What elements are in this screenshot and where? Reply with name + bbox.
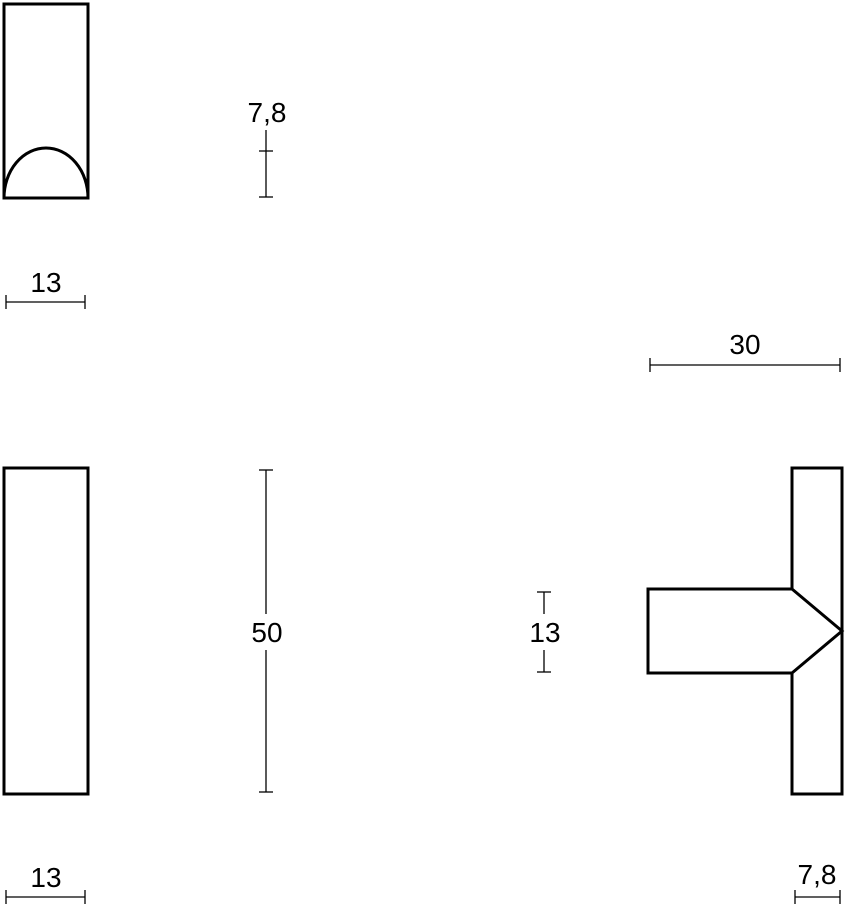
dim-side-stem-label: 13: [529, 617, 560, 648]
dim-side-depth: 30: [649, 329, 841, 372]
dim-top-width: 13: [5, 267, 86, 309]
dim-side-thickness-label: 7,8: [798, 859, 837, 890]
dim-front-height-label: 50: [251, 617, 282, 648]
side-view-outline: [646, 466, 844, 796]
dim-front-height: 50: [244, 469, 288, 793]
dim-front-width-label: 13: [30, 862, 61, 893]
dim-side-depth-label: 30: [729, 329, 760, 360]
side-view: [646, 466, 845, 796]
top-view: [2, 2, 90, 200]
side-view-chamfer: [791, 587, 845, 675]
dim-top-height-label: 7,8: [248, 97, 287, 128]
top-view-half-round: [2, 146, 90, 199]
dim-side-stem: 13: [522, 591, 566, 673]
dim-top-width-label: 13: [30, 267, 61, 298]
top-view-outline: [2, 2, 90, 200]
dim-top-height: 7,8: [248, 97, 287, 198]
dim-front-width: 13: [5, 862, 86, 904]
dim-side-thickness: 7,8: [794, 859, 841, 904]
front-view-outline: [2, 466, 90, 796]
